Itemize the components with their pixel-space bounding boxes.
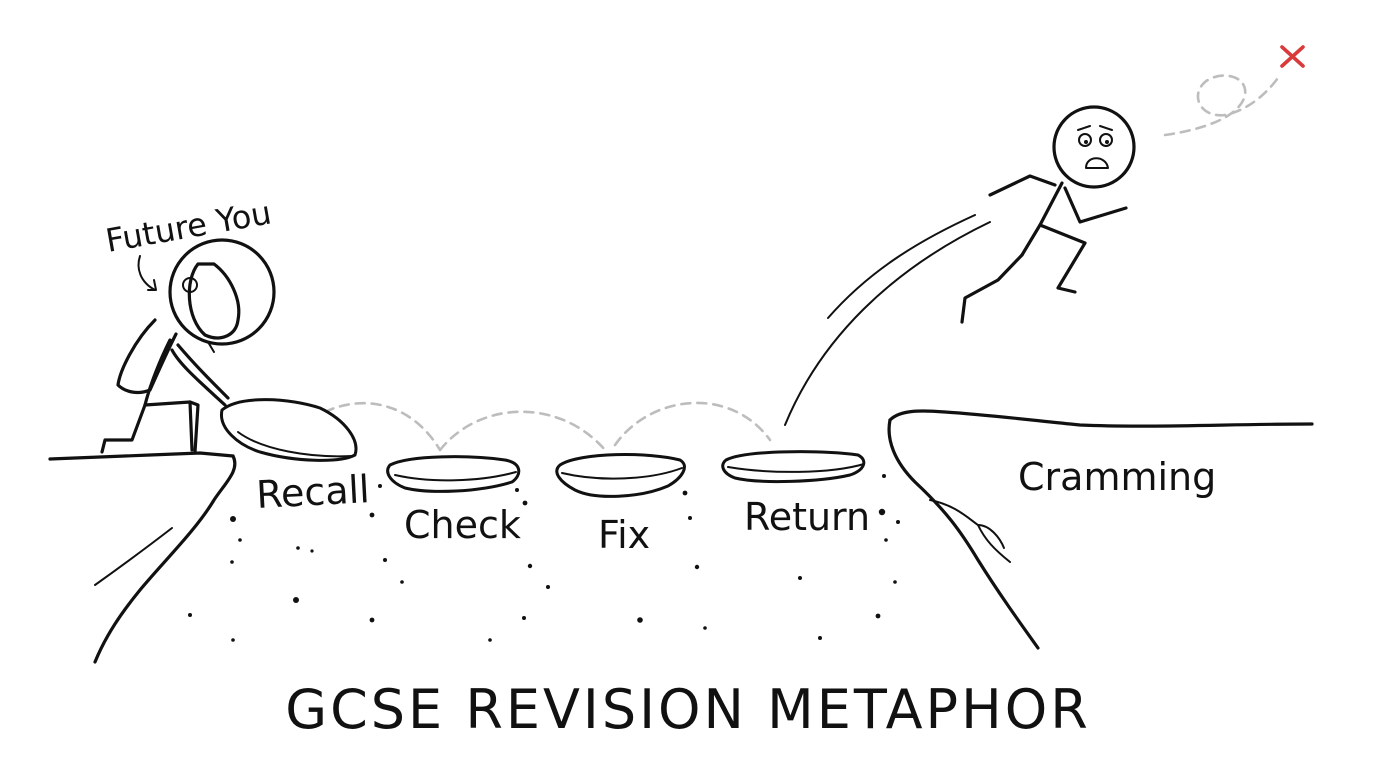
- step-label-return: Return: [744, 495, 870, 539]
- stepping-stone-return: [721, 450, 866, 484]
- future-you-label: Future You: [103, 193, 274, 259]
- red-x-mark: [1280, 45, 1305, 68]
- step-label-check: Check: [404, 503, 521, 547]
- stepping-stone-fix: [555, 453, 686, 498]
- hop-path: [323, 401, 772, 452]
- left-cliff: [48, 451, 237, 664]
- step-label-fix: Fix: [598, 513, 650, 557]
- motion-lines: [784, 214, 991, 426]
- step-label-recall: Recall: [255, 467, 371, 517]
- stick-figure-falling: [960, 105, 1136, 324]
- stepping-stone-check: [386, 455, 521, 493]
- diagram-title: GCSE REVISION METAPHOR: [285, 678, 1091, 741]
- void-dots: [188, 474, 900, 642]
- astronaut-figure: [100, 238, 276, 454]
- escape-trail: [1163, 73, 1282, 137]
- right-cliff: [887, 409, 1314, 650]
- stepping-stone-recall: [220, 398, 358, 462]
- destination-label: Cramming: [1018, 455, 1216, 499]
- future-you-arrow: [137, 255, 157, 291]
